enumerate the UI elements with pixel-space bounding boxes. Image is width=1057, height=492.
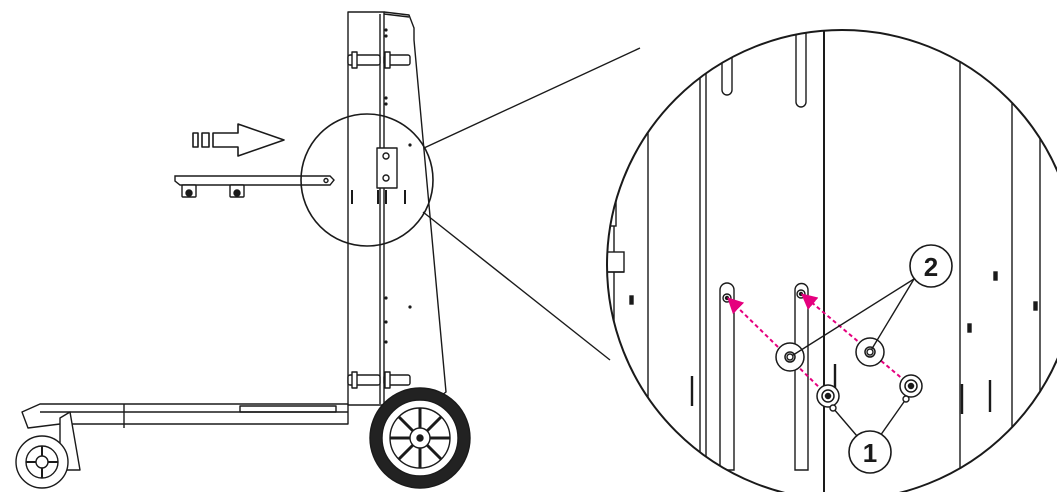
callout-1: 1 [848, 430, 892, 474]
callout-2-label: 2 [924, 252, 938, 282]
cart-base [21, 403, 349, 429]
magnifier-connector-lines [422, 47, 641, 361]
cart-upright [347, 11, 385, 406]
detail-view: 2 1 [606, 29, 1057, 492]
callout-1-label: 1 [863, 438, 877, 468]
insertion-guides [727, 293, 912, 397]
rear-wheel [369, 387, 471, 489]
right-arrow-icon [192, 123, 285, 157]
cart-illustration [15, 11, 471, 489]
callout-2: 2 [909, 244, 953, 288]
shelf-plate [174, 175, 335, 198]
front-caster [15, 411, 81, 489]
guide-arrow-right [800, 293, 912, 387]
magnifier-detail-circle [606, 29, 1057, 492]
leader-lines [789, 278, 915, 437]
screws [816, 374, 923, 408]
guide-arrow-left [727, 297, 829, 397]
magnifier-source-circle [300, 113, 434, 247]
